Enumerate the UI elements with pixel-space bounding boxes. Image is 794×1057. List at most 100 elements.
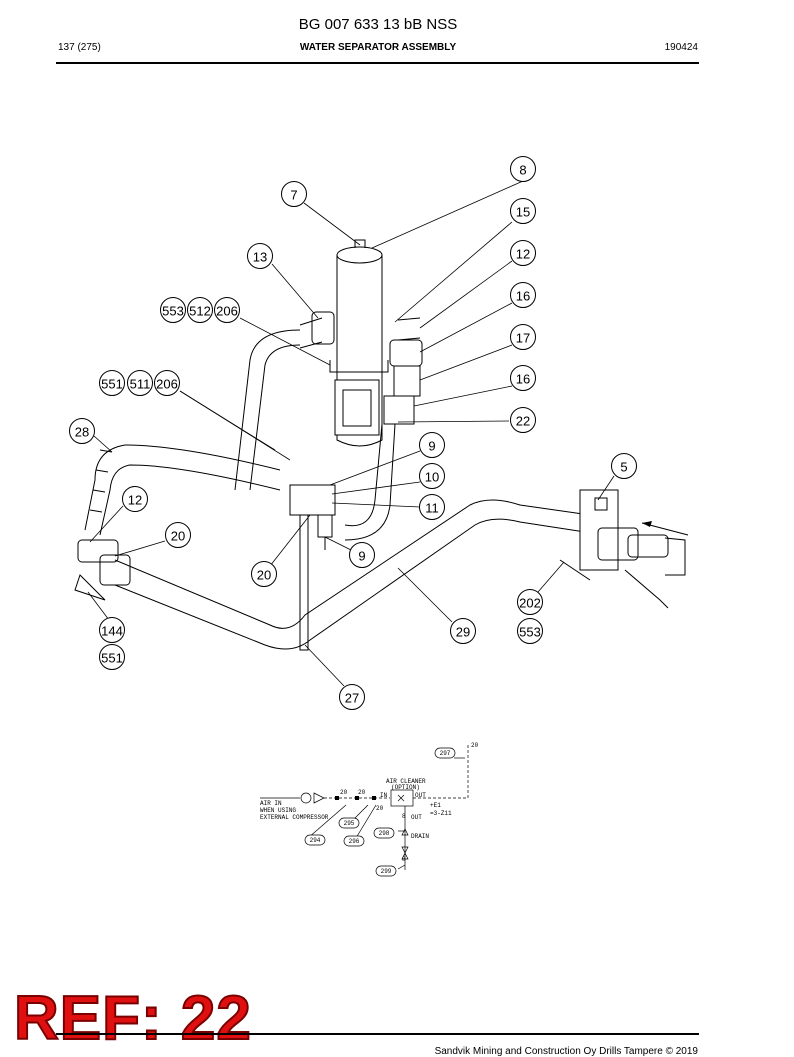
callout-16: 16	[510, 365, 536, 391]
flex-hose	[84, 444, 281, 536]
callout-label: 144	[101, 624, 123, 639]
schematic-tag-group: 297 294 295 296 298 299	[304, 747, 456, 877]
callout-label: 17	[516, 331, 530, 346]
assembly-drawing: 8 7 15 13 12 16 553 512 206 17 551 511 206 16 22 28 9 5 10…	[69, 156, 689, 710]
callout-202: 202	[517, 589, 543, 615]
callout-label: 16	[516, 289, 530, 304]
footer-copyright: Sandvik Mining and Construction Oy Drill…	[434, 1046, 698, 1057]
callout-label: 27	[345, 691, 359, 706]
reference-stamp: REF: 22	[13, 984, 252, 1053]
when-using-label: WHEN USING	[260, 807, 296, 814]
callout-15: 15	[510, 198, 536, 224]
callout-label: 12	[128, 493, 142, 508]
callout-551: 551	[99, 644, 125, 670]
schematic-tag-label: 299	[381, 868, 392, 875]
loop-pipe	[234, 329, 301, 491]
callout-label: 15	[516, 205, 530, 220]
callout-label: 9	[428, 439, 435, 454]
callout-label: 13	[253, 250, 267, 265]
callout-11: 11	[419, 494, 445, 520]
callout-label: 511	[130, 377, 151, 392]
external-compressor-label: EXTERNAL COMPRESSOR	[260, 814, 329, 821]
schematic-tag-294: 294	[304, 834, 326, 846]
callout-label: 8	[519, 163, 526, 178]
pipe-size-20a: 20	[340, 789, 348, 796]
callout-label: 553	[162, 304, 184, 319]
callout-label: 20	[171, 529, 185, 544]
callout-label: 7	[290, 188, 297, 203]
callout-label: 16	[516, 372, 530, 387]
callout-group: 8 7 15 13 12 16 553 512 206 17 551 511 206 16 22 28 9 5 10…	[69, 156, 637, 710]
callout-511: 511	[127, 370, 153, 396]
drain-label: DRAIN	[411, 833, 429, 840]
option-label: (OPTION)	[391, 784, 420, 791]
schematic-tag-298: 298	[373, 827, 395, 839]
e1-label: +E1	[430, 802, 441, 809]
callout-label: 22	[516, 414, 530, 429]
pipe-size-20d: 20	[471, 742, 479, 749]
callout-label: 551	[101, 377, 123, 392]
date-code: 190424	[664, 42, 698, 53]
air-cleaner-label: AIR CLEANER	[386, 778, 426, 785]
schematic-tag-295: 295	[338, 817, 360, 829]
schematic-tag-label: 296	[349, 838, 360, 845]
callout-label: 202	[519, 596, 541, 611]
main-pipe	[114, 499, 591, 650]
callout-label: 206	[216, 304, 238, 319]
in-label: IN	[380, 792, 388, 799]
callout-17: 17	[510, 324, 536, 350]
callout-206: 206	[154, 370, 180, 396]
callout-9: 9	[349, 542, 375, 568]
schematic-tag-297: 297	[434, 747, 456, 759]
callout-label: 551	[101, 651, 123, 666]
callout-8: 8	[510, 156, 536, 182]
schematic-tag-label: 297	[440, 750, 451, 757]
callout-label: 206	[156, 377, 178, 392]
callout-label: 11	[425, 501, 439, 516]
callout-12: 12	[122, 486, 148, 512]
out2-label: OUT	[411, 814, 422, 821]
callout-20: 20	[165, 522, 191, 548]
header-rule	[56, 62, 699, 64]
schematic-tag-label: 295	[344, 820, 355, 827]
callout-28: 28	[69, 418, 95, 444]
callout-20: 20	[251, 561, 277, 587]
document-title: BG 007 633 13 bB NSS	[298, 16, 458, 33]
pipe-size-20b: 20	[358, 789, 366, 796]
callout-553: 553	[160, 297, 186, 323]
z11-label: =3-Z11	[430, 810, 452, 817]
schematic-tag-label: 298	[379, 830, 390, 837]
callout-label: 12	[516, 247, 530, 262]
schematic-tag-label: 294	[310, 837, 321, 844]
pipe-size-8a: 8	[402, 813, 406, 820]
schematic-tag-299: 299	[375, 865, 397, 877]
pneumatic-schematic: AIR IN WHEN USING EXTERNAL COMPRESSOR AI…	[260, 742, 479, 877]
callout-7: 7	[281, 181, 307, 207]
callout-12: 12	[510, 240, 536, 266]
schematic-tag-296: 296	[343, 835, 365, 847]
callout-144: 144	[99, 617, 125, 643]
callout-label: 553	[519, 625, 541, 640]
callout-206: 206	[214, 297, 240, 323]
section-title: WATER SEPARATOR ASSEMBLY	[299, 42, 457, 53]
callout-label: 29	[456, 625, 470, 640]
callout-551: 551	[99, 370, 125, 396]
callout-label: 5	[620, 460, 627, 475]
callout-27: 27	[339, 684, 365, 710]
callout-13: 13	[247, 243, 273, 269]
callout-label: 28	[75, 425, 89, 440]
callout-label: 20	[257, 568, 271, 583]
callout-512: 512	[187, 297, 213, 323]
air-in-label: AIR IN	[260, 800, 282, 807]
callout-label: 512	[189, 304, 211, 319]
pipe-size-20c: 20	[376, 805, 384, 812]
out-label: OUT	[415, 792, 426, 799]
callout-10: 10	[419, 463, 445, 489]
callout-label: 9	[358, 549, 365, 564]
callout-29: 29	[450, 618, 476, 644]
callout-22: 22	[510, 407, 536, 433]
callout-label: 10	[425, 470, 439, 485]
pipe-size-8b: 8	[402, 856, 406, 863]
callout-9: 9	[419, 432, 445, 458]
separator-cap	[336, 246, 383, 264]
